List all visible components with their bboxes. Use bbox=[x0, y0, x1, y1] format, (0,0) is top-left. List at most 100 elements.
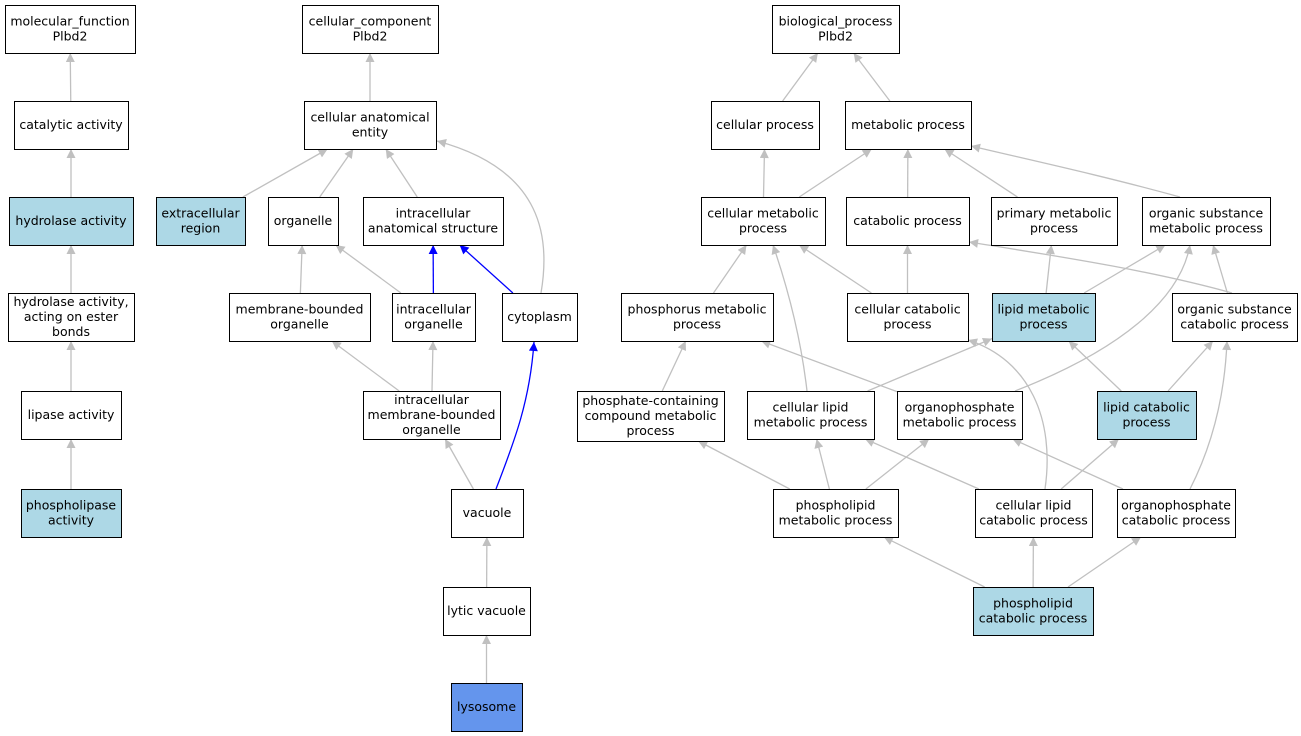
edge-cytoplasm-to-cellular-anatomical-entity bbox=[436, 138, 545, 294]
node-cellular-process[interactable]: cellular process bbox=[711, 101, 820, 150]
node-label-line: organic substance bbox=[1149, 206, 1264, 221]
node-label-line: lipid catabolic bbox=[1103, 400, 1190, 415]
node-label-line: organelle bbox=[404, 317, 463, 332]
edge-extracellular-region-to-cellular-anatomical-entity bbox=[242, 148, 328, 198]
edge-cellular-lipid-metabolic-process-to-lipid-metabolic-process bbox=[867, 338, 993, 392]
node-label-line: organophosphate bbox=[905, 400, 1015, 415]
edge-cellular-lipid-catabolic-process-to-lipid-catabolic-process bbox=[1060, 438, 1120, 490]
node-box bbox=[451, 489, 524, 538]
node-label-line: cellular catabolic bbox=[854, 302, 960, 317]
node-label-line: cellular_component bbox=[309, 14, 432, 29]
node-vacuole[interactable]: vacuole bbox=[451, 489, 524, 538]
node-box bbox=[577, 391, 725, 442]
node-cytoplasm[interactable]: cytoplasm bbox=[502, 293, 578, 342]
edge-vacuole-to-cytoplasm bbox=[495, 341, 538, 490]
node-box bbox=[443, 587, 531, 636]
node-box bbox=[773, 489, 899, 538]
node-label-line: hydrolase activity, bbox=[13, 294, 128, 309]
node-box bbox=[9, 197, 134, 246]
node-label-line: vacuole bbox=[463, 505, 512, 520]
node-catalytic-activity[interactable]: catalytic activity bbox=[14, 101, 129, 150]
node-lytic-vacuole[interactable]: lytic vacuole bbox=[443, 587, 531, 636]
node-box bbox=[451, 683, 523, 732]
node-lysosome[interactable]: lysosome bbox=[451, 683, 523, 732]
node-box bbox=[992, 293, 1096, 342]
node-box bbox=[14, 101, 129, 150]
node-box bbox=[621, 293, 774, 342]
node-box bbox=[363, 391, 501, 440]
node-label-line: phosphate-containing bbox=[582, 393, 718, 408]
node-lipase-activity[interactable]: lipase activity bbox=[21, 391, 122, 440]
node-box bbox=[302, 5, 439, 54]
edge-catalytic-activity-to-molecular-function-plbd2 bbox=[65, 52, 75, 102]
node-label-line: biological_process bbox=[779, 14, 893, 29]
node-label-line: membrane-bounded bbox=[236, 302, 364, 317]
node-label-line: Plbd2 bbox=[353, 29, 388, 44]
edge-cellular-metabolic-process-to-metabolic-process bbox=[798, 148, 873, 198]
edge-organic-substance-catabolic-process-to-catabolic-process bbox=[968, 238, 1233, 294]
node-label-line: cellular metabolic bbox=[707, 206, 819, 221]
node-label-line: catabolic process bbox=[1122, 513, 1231, 528]
node-hydrolase-activity[interactable]: hydrolase activity bbox=[9, 197, 134, 246]
node-label-line: catabolic process bbox=[979, 513, 1088, 528]
node-metabolic-process[interactable]: metabolic process bbox=[845, 101, 972, 150]
edge-lipid-metabolic-process-to-primary-metabolic-process bbox=[1045, 244, 1055, 294]
node-organelle[interactable]: organelle bbox=[268, 197, 339, 246]
node-label-line: phospholipid bbox=[993, 596, 1073, 611]
node-label-line: intracellular bbox=[396, 206, 472, 221]
node-label-line: primary metabolic bbox=[997, 206, 1112, 221]
node-label-line: process bbox=[739, 221, 787, 236]
node-label-line: organophosphate bbox=[1121, 498, 1231, 513]
node-label-line: metabolic process bbox=[851, 117, 965, 132]
edge-organophosphate-metabolic-process-to-phosphorus-metabolic-process bbox=[761, 339, 898, 393]
edge-cellular-lipid-metabolic-process-to-cellular-metabolic-process bbox=[771, 244, 808, 392]
edge-organophosphate-catabolic-process-to-organophosphate-metabolic-process bbox=[1012, 438, 1124, 490]
node-label-line: metabolic process bbox=[903, 415, 1017, 430]
node-label-line: cytoplasm bbox=[507, 309, 572, 324]
node-label-line: phosphorus metabolic bbox=[628, 302, 767, 317]
node-box bbox=[21, 391, 122, 440]
node-box bbox=[229, 293, 371, 342]
node-box bbox=[747, 391, 875, 440]
edge-vacuole-to-intracellular-membrane-bounded-organelle bbox=[444, 438, 474, 490]
edge-intracellular-membrane-bounded-organelle-to-intracellular-organelle bbox=[428, 340, 438, 392]
node-label-line: compound metabolic bbox=[585, 408, 717, 423]
node-box bbox=[1097, 391, 1197, 440]
edge-intracellular-anatomical-structure-to-cellular-anatomical-entity bbox=[385, 148, 418, 198]
node-catabolic-process[interactable]: catabolic process bbox=[846, 197, 970, 246]
node-label-line: catabolic process bbox=[979, 611, 1088, 626]
node-box bbox=[772, 5, 900, 54]
edge-cellular-lipid-catabolic-process-to-cellular-lipid-metabolic-process bbox=[864, 438, 980, 490]
node-label-line: lysosome bbox=[457, 699, 516, 714]
node-box bbox=[268, 197, 339, 246]
edge-lipid-catabolic-process-to-organic-substance-catabolic-process bbox=[1167, 340, 1214, 392]
node-label-line: intracellular bbox=[394, 392, 470, 407]
edge-lipid-catabolic-process-to-lipid-metabolic-process bbox=[1068, 340, 1122, 392]
